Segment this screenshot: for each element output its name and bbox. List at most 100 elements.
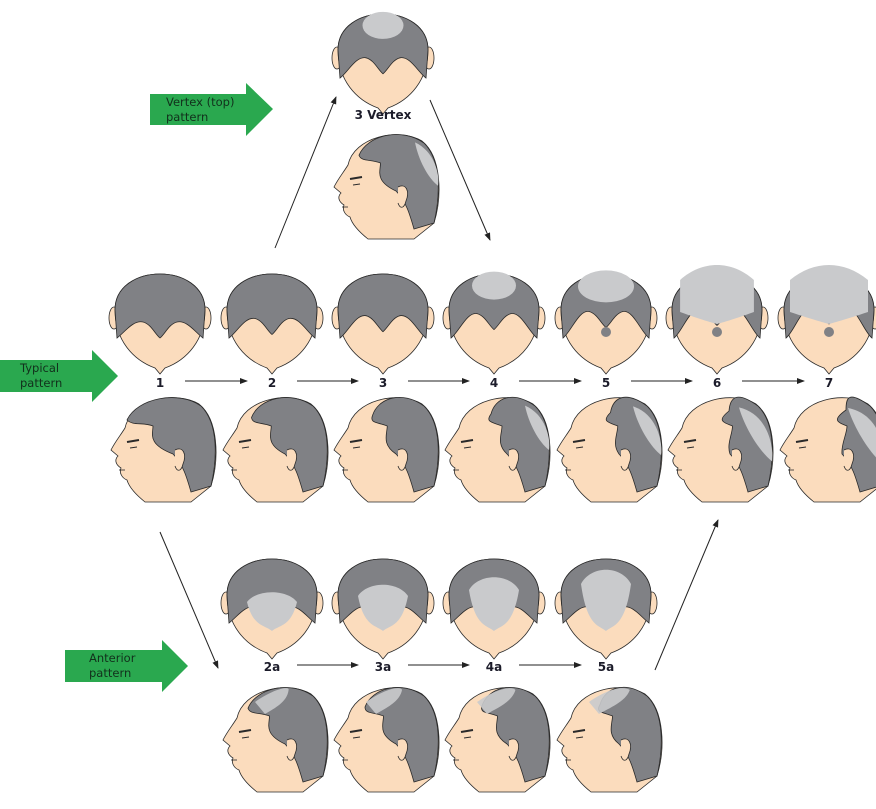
eyebrow [572, 439, 586, 443]
anterior-stage-2a-side-view [222, 687, 329, 793]
hair [598, 687, 662, 783]
typical-stage-5-top-view [554, 270, 658, 375]
ear-icon [620, 448, 631, 471]
ear-icon [508, 448, 519, 471]
hair [126, 397, 216, 493]
typical-stage-3-top-view [331, 273, 435, 375]
typical-pattern-arrow: Typical pattern [0, 350, 118, 402]
typical-pattern-label-line2: pattern [20, 376, 62, 390]
anterior-stage-label-3a: 3a [375, 660, 391, 674]
ear-icon [286, 448, 297, 471]
progression-arrow [429, 99, 491, 241]
forelock-island [712, 327, 722, 337]
vertex-top-view-head [331, 11, 435, 115]
eye-icon [352, 736, 361, 739]
typical-stage-5-side-view [556, 396, 663, 503]
crown-thinning [680, 265, 754, 324]
typical-stage-4-side-view [444, 396, 551, 503]
eye-icon [463, 736, 472, 739]
anterior-stage-label-5a: 5a [598, 660, 614, 674]
eye-icon [129, 446, 138, 449]
typical-stage-6-top-view [665, 265, 769, 375]
ear-icon [508, 738, 519, 761]
vertex-pattern-label-line2: pattern [166, 110, 208, 124]
crown-thinning [525, 405, 550, 450]
eyebrow [349, 729, 363, 733]
crown-thinning [790, 265, 868, 324]
typical-stage-label-2: 2 [268, 376, 276, 390]
eyebrow [572, 729, 586, 733]
progression-arrows [159, 96, 805, 671]
forelock-island [824, 327, 834, 337]
progression-arrow [654, 519, 719, 671]
anterior-stage-5a-side-view [556, 687, 663, 793]
eye-icon [352, 446, 361, 449]
anterior-pattern-arrow: Anterior pattern [65, 640, 188, 692]
vertex-pattern-arrow: Vertex (top) pattern [150, 83, 273, 136]
typical-pattern-label-line1: Typical [19, 361, 59, 375]
eyebrow [349, 176, 363, 180]
thinning-area [255, 688, 289, 714]
anterior-stage-5a-top-view [554, 558, 658, 660]
forelock-island [601, 327, 611, 337]
eye-icon [241, 446, 250, 449]
typical-stage-6-side-view [667, 396, 774, 503]
thinning-area [366, 688, 402, 714]
ear-icon [620, 738, 631, 761]
ear-icon [174, 448, 185, 471]
anterior-pattern-label-line2: pattern [89, 666, 131, 680]
vertex-side-view-head [333, 134, 440, 240]
typical-stage-label-5: 5 [602, 376, 610, 390]
vertex-stage-label: 3 Vertex [355, 108, 412, 122]
hair [251, 397, 328, 493]
anterior-pattern-label-line1: Anterior [89, 651, 136, 665]
typical-stage-label-4: 4 [490, 376, 498, 390]
hair [364, 687, 439, 783]
crown-thinning [848, 408, 876, 458]
typical-stage-label-7: 7 [825, 376, 833, 390]
thinning-area [358, 584, 408, 631]
vertex-pattern-label-line1: Vertex (top) [166, 95, 234, 109]
eye-icon [463, 446, 472, 449]
typical-stage-2-side-view [222, 397, 329, 503]
hair [114, 273, 206, 339]
progression-arrow [274, 96, 337, 249]
eyebrow [238, 729, 252, 733]
eyebrow [795, 439, 809, 443]
typical-stage-7-top-view [777, 265, 876, 375]
ear-icon [843, 448, 854, 471]
thinning-area [589, 688, 630, 714]
anterior-stage-2a-top-view [220, 558, 324, 660]
ear-icon [397, 738, 408, 761]
eye-icon [352, 183, 361, 186]
anterior-stage-3a-top-view [331, 558, 435, 660]
eyebrow [126, 439, 140, 443]
ear-icon [286, 738, 297, 761]
eye-icon [575, 446, 584, 449]
typical-stage-label-1: 1 [156, 376, 164, 390]
typical-stage-label-3: 3 [379, 376, 387, 390]
typical-stage-2-top-view [220, 273, 324, 375]
thinning-area [247, 592, 297, 631]
typical-stage-7-side-view [779, 396, 876, 503]
anterior-stage-label-2a: 2a [264, 660, 280, 674]
anterior-stage-4a-side-view [444, 687, 551, 793]
eyebrow [460, 729, 474, 733]
eye-icon [575, 736, 584, 739]
ear-icon [397, 185, 408, 208]
eye-icon [241, 736, 250, 739]
hair [481, 687, 550, 783]
anterior-stage-3a-side-view [333, 687, 440, 793]
crown-thinning [739, 407, 773, 462]
eyebrow [460, 439, 474, 443]
typical-stage-1-top-view [108, 273, 212, 375]
anterior-stage-label-4a: 4a [486, 660, 502, 674]
thinning-area [477, 688, 516, 714]
typical-stage-label-6: 6 [713, 376, 721, 390]
eye-icon [798, 446, 807, 449]
ear-icon [397, 448, 408, 471]
eyebrow [349, 439, 363, 443]
crown-thinning [578, 270, 634, 303]
hair [226, 273, 318, 339]
